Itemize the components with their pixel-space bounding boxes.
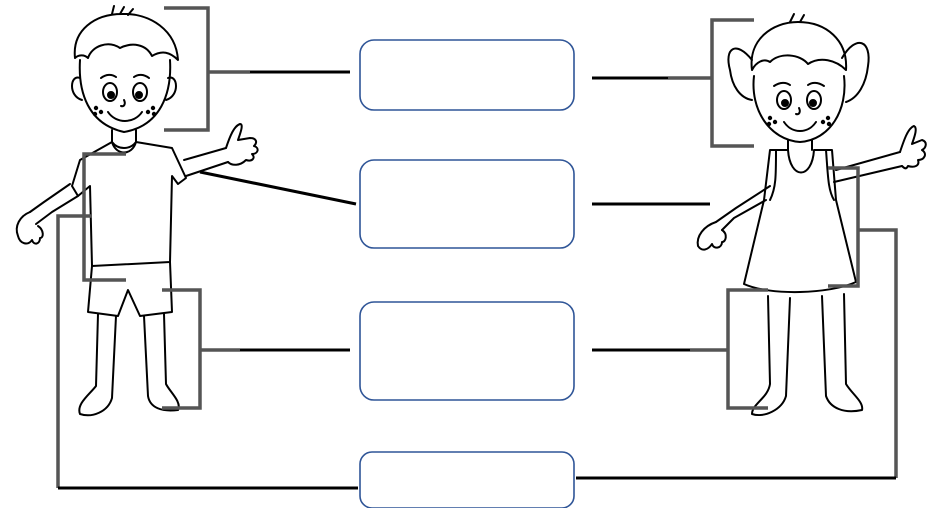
label-box-whole[interactable] (359, 451, 575, 508)
label-box-body[interactable] (359, 159, 575, 249)
label-box-legs[interactable] (359, 301, 575, 401)
bracket-lines (56, 6, 898, 488)
girl-icon (696, 13, 927, 416)
connector-lines (58, 70, 896, 490)
label-box-head[interactable] (359, 39, 575, 111)
boy-icon (15, 5, 259, 417)
